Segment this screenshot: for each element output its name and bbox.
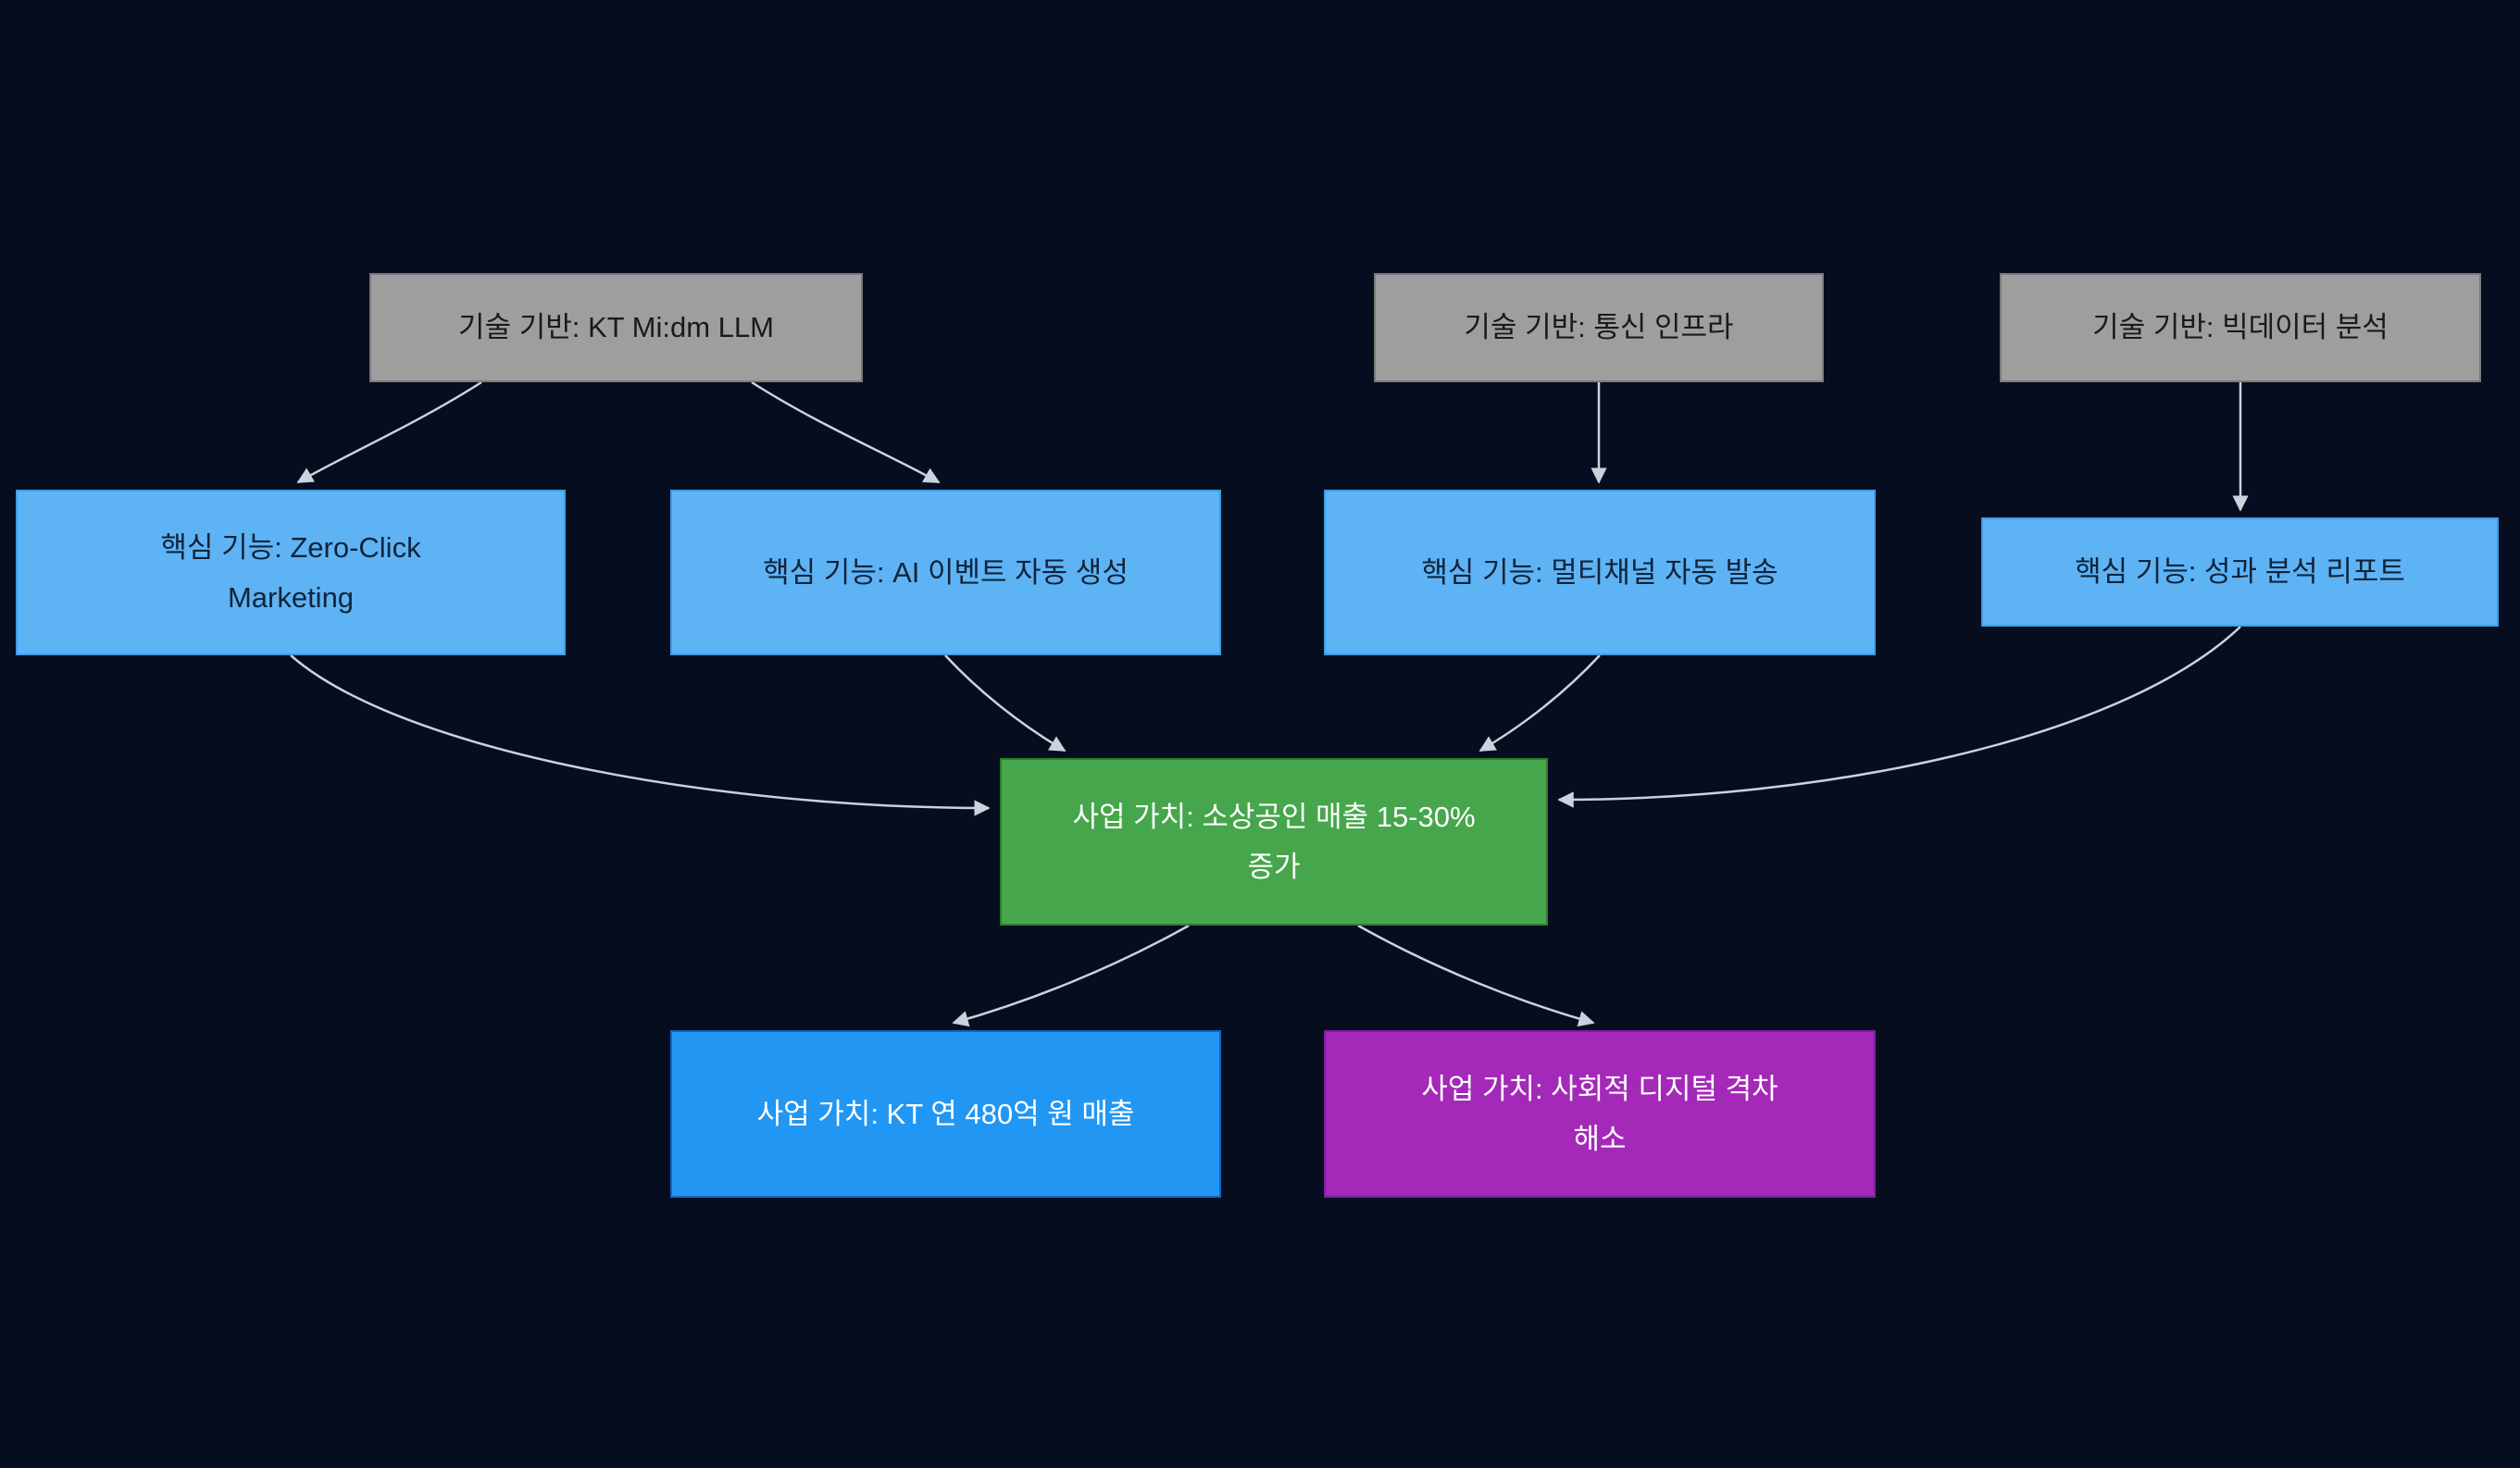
edge-feature-multichannel-to-value-merchant-sales: [1478, 654, 1601, 753]
node-label: 기술 기반: KT Mi:dm LLM: [458, 311, 774, 344]
node-label: 사업 가치: 소상공인 매출 15-30% 증가: [1072, 801, 1476, 883]
node-feature-multichannel: 핵심 기능: 멀티채널 자동 발송: [1324, 490, 1876, 655]
node-tech-bigdata-analytics: 기술 기반: 빅데이터 분석: [2000, 273, 2481, 382]
node-label: 핵심 기능: 멀티채널 자동 발송: [1421, 555, 1778, 589]
edge-tech-kt-midm-llm-to-feature-ai-event: [751, 380, 941, 484]
node-feature-ai-event: 핵심 기능: AI 이벤트 자동 생성: [670, 490, 1221, 655]
node-feature-analytics-report: 핵심 기능: 성과 분석 리포트: [1981, 517, 2499, 627]
node-label: 핵심 기능: AI 이벤트 자동 생성: [763, 555, 1129, 589]
node-value-merchant-sales: 사업 가치: 소상공인 매출 15-30% 증가: [1000, 758, 1548, 926]
edge-value-merchant-sales-to-value-digital-divide: [1357, 924, 1595, 1027]
edge-value-merchant-sales-to-value-kt-revenue: [952, 924, 1190, 1027]
node-label: 핵심 기능: 성과 분석 리포트: [2075, 555, 2405, 589]
node-value-kt-revenue: 사업 가치: KT 연 480억 원 매출: [670, 1030, 1221, 1198]
node-tech-kt-midm-llm: 기술 기반: KT Mi:dm LLM: [369, 273, 863, 382]
node-label: 사업 가치: 사회적 디지털 격차 해소: [1421, 1073, 1778, 1155]
node-label: 핵심 기능: Zero-Click Marketing: [160, 531, 421, 614]
edge-feature-ai-event-to-value-merchant-sales: [944, 654, 1067, 753]
node-label: 기술 기반: 통신 인프라: [1464, 311, 1734, 344]
node-value-digital-divide: 사업 가치: 사회적 디지털 격차 해소: [1324, 1030, 1876, 1198]
edge-tech-kt-midm-llm-to-feature-zero-click: [296, 380, 482, 484]
node-tech-telecom-infra: 기술 기반: 통신 인프라: [1374, 273, 1824, 382]
edge-feature-analytics-report-to-value-merchant-sales: [1557, 626, 2241, 808]
node-feature-zero-click: 핵심 기능: Zero-Click Marketing: [16, 490, 566, 655]
edge-feature-zero-click-to-value-merchant-sales: [290, 654, 991, 816]
node-label: 기술 기반: 빅데이터 분석: [2092, 311, 2389, 344]
node-label: 사업 가치: KT 연 480억 원 매출: [756, 1097, 1135, 1130]
